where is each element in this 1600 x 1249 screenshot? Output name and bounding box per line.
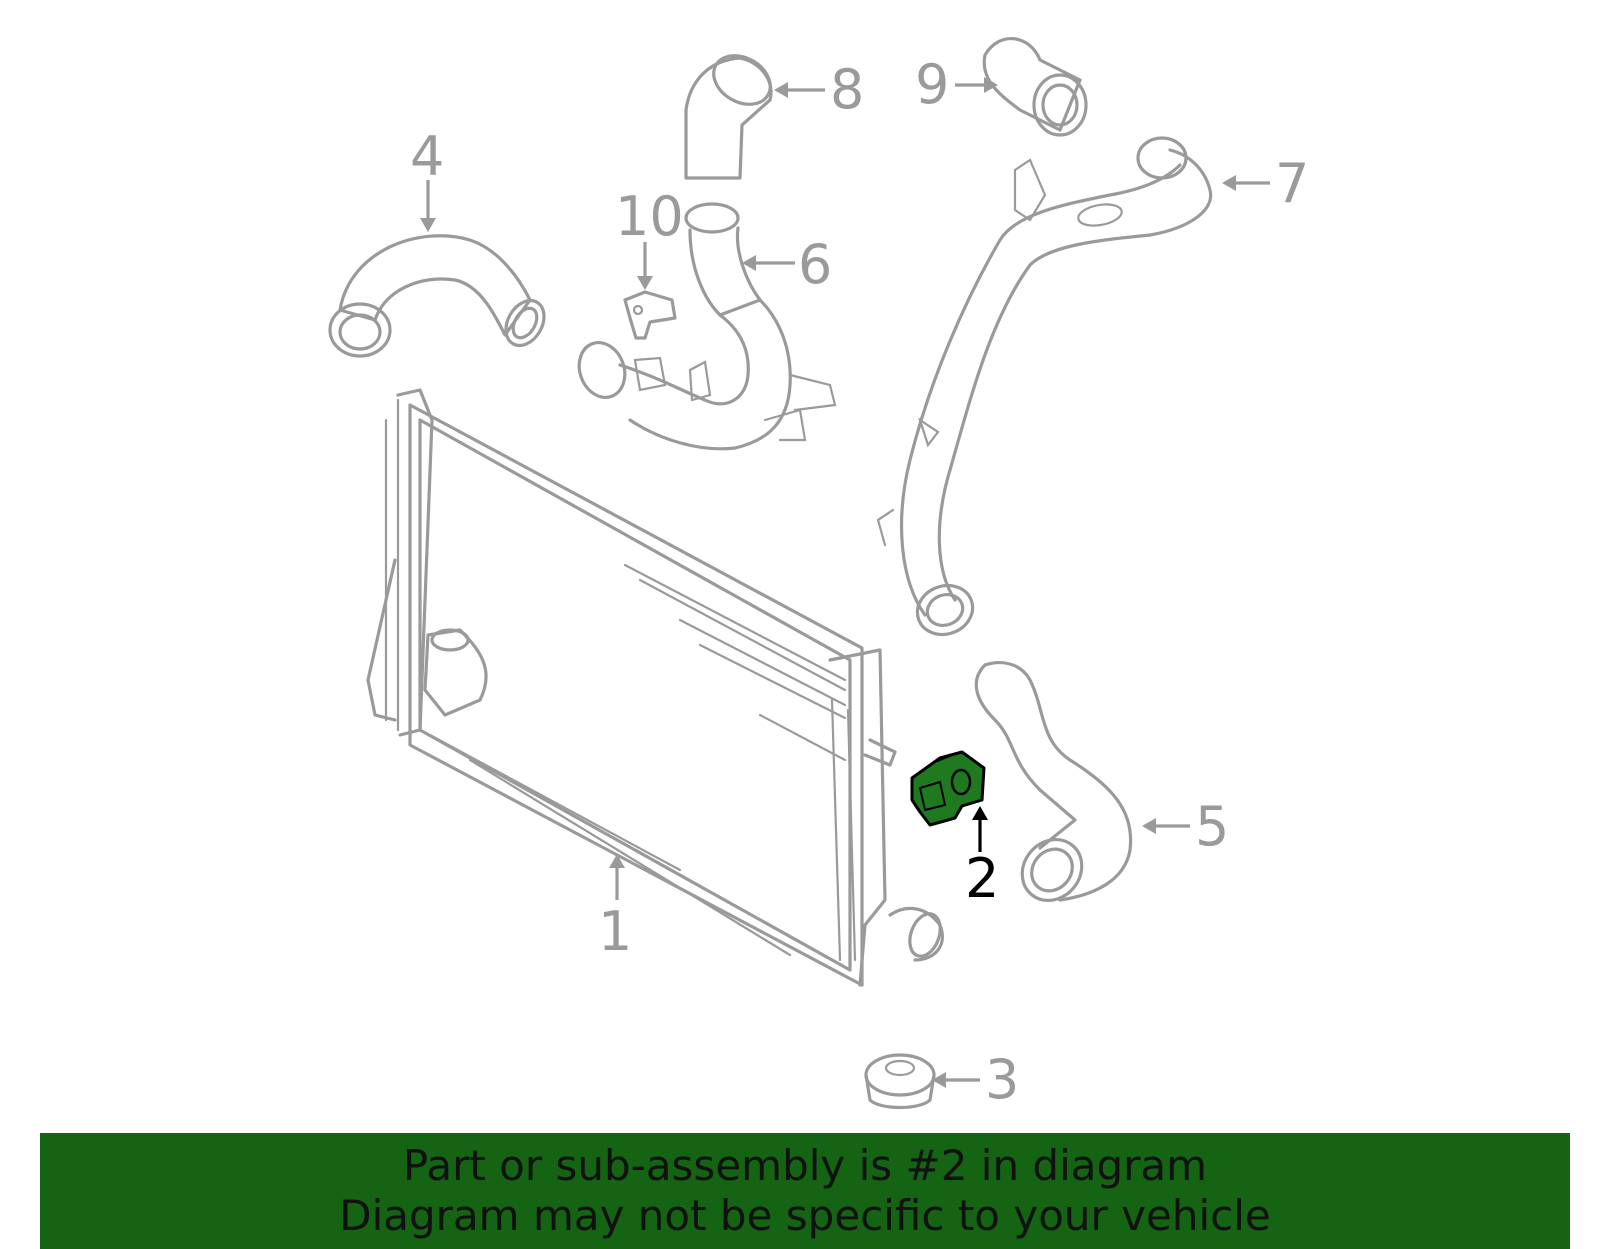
banner-line-1: Part or sub-assembly is #2 in diagram xyxy=(402,1141,1208,1190)
part-10-bracket[interactable] xyxy=(623,290,677,340)
callout-6: 6 xyxy=(798,233,832,296)
part-1-intercooler[interactable] xyxy=(366,388,946,987)
part-9-hose[interactable] xyxy=(982,37,1088,137)
callout-1: 1 xyxy=(598,900,632,963)
callout-9: 9 xyxy=(915,53,949,116)
banner-line-2: Diagram may not be specific to your vehi… xyxy=(339,1191,1271,1240)
part-6-tube-assembly[interactable] xyxy=(572,202,837,451)
part-7-pipe[interactable] xyxy=(876,136,1213,642)
callout-labels: 1 2 3 4 5 6 7 8 9 10 xyxy=(410,53,1309,1111)
part-2-highlighted[interactable] xyxy=(910,750,986,827)
part-3-cap[interactable] xyxy=(864,1053,936,1110)
callout-5: 5 xyxy=(1195,795,1229,858)
arrowhead-10 xyxy=(637,276,653,290)
part-8-hose[interactable] xyxy=(684,46,779,180)
callout-8: 8 xyxy=(830,58,864,121)
arrowhead-7 xyxy=(1222,175,1236,191)
leader-lines xyxy=(420,77,1270,1088)
arrowhead-3 xyxy=(932,1072,946,1088)
part-4-hose[interactable] xyxy=(328,234,552,358)
arrowhead-4 xyxy=(420,218,436,232)
arrowhead-8 xyxy=(774,82,788,98)
part-5-hose[interactable] xyxy=(974,661,1133,913)
arrowhead-9 xyxy=(984,77,998,93)
arrowhead-2 xyxy=(972,806,988,820)
arrowhead-5 xyxy=(1142,818,1156,834)
callout-7: 7 xyxy=(1275,152,1309,215)
callout-4: 4 xyxy=(410,125,444,188)
callout-3: 3 xyxy=(985,1048,1019,1111)
arrowhead-1 xyxy=(609,854,625,868)
info-banner: Part or sub-assembly is #2 in diagram Di… xyxy=(40,1133,1570,1249)
callout-2-selected: 2 xyxy=(965,847,999,910)
callout-10: 10 xyxy=(615,185,684,248)
arrowhead-6 xyxy=(742,255,756,271)
